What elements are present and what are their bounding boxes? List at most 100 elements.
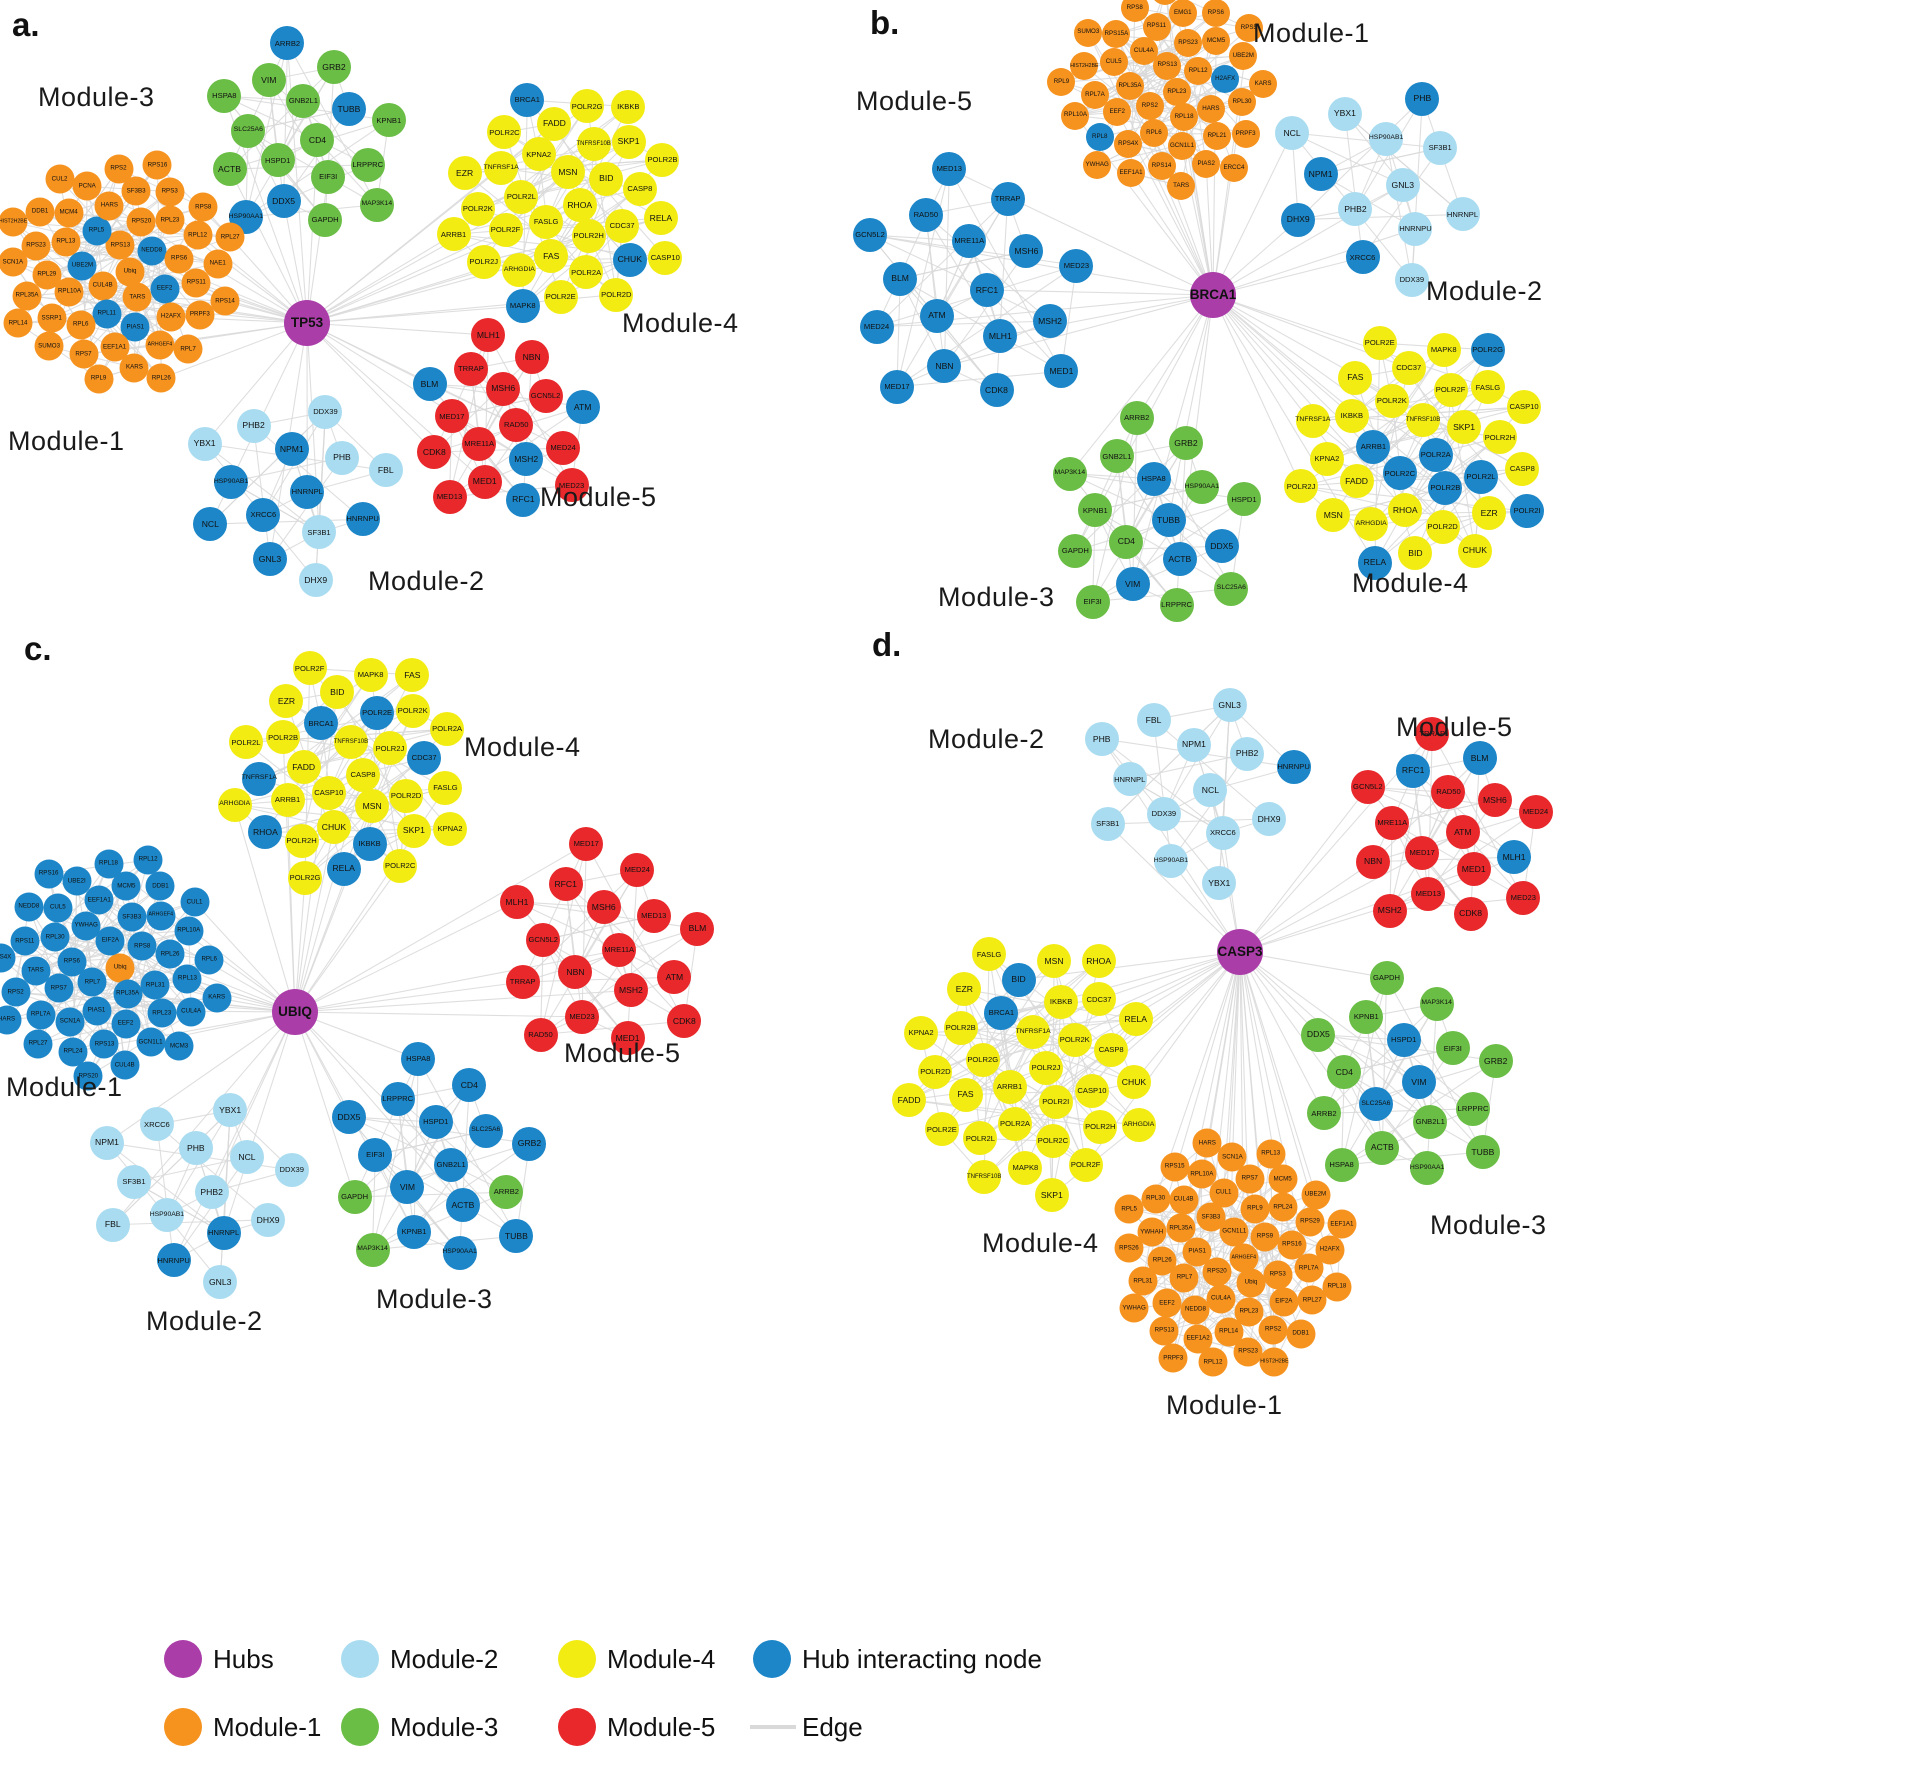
node-gnb2l1[interactable]: GNB2L1 — [286, 84, 321, 119]
node-eif3i[interactable]: EIF3I — [311, 159, 346, 194]
node-blm[interactable]: BLM — [883, 261, 918, 296]
node-ddx39[interactable]: DDX39 — [1394, 263, 1429, 298]
node-slc25a6[interactable]: SLC25A6 — [1358, 1087, 1393, 1122]
node-cul4b[interactable]: CUL4B — [110, 1050, 140, 1080]
node-blm[interactable]: BLM — [1462, 740, 1497, 775]
node-arrb1[interactable]: ARRB1 — [270, 782, 305, 817]
node-rpl13[interactable]: RPL13 — [51, 227, 81, 257]
node-casp8[interactable]: CASP8 — [346, 758, 380, 792]
node-polr2l[interactable]: POLR2L — [228, 725, 263, 760]
node-ubiq[interactable]: Ubiq — [1236, 1268, 1266, 1298]
node-phb[interactable]: PHB — [178, 1131, 213, 1166]
node-rpl9[interactable]: RPL9 — [84, 364, 114, 394]
node-hspd1[interactable]: HSPD1 — [418, 1105, 453, 1140]
node-rpl27[interactable]: RPL27 — [215, 222, 245, 252]
node-msh6[interactable]: MSH6 — [1009, 233, 1044, 268]
node-cdk8[interactable]: CDK8 — [417, 435, 452, 470]
node-cul5[interactable]: CUL5 — [1099, 48, 1128, 77]
node-kpna2[interactable]: KPNA2 — [521, 137, 556, 172]
node-med24[interactable]: MED24 — [859, 309, 894, 344]
node-gnb2l1[interactable]: GNB2L1 — [1413, 1104, 1448, 1139]
node-med24[interactable]: MED24 — [620, 853, 655, 888]
node-msh6[interactable]: MSH6 — [1477, 783, 1512, 818]
node-tnfrsf1a[interactable]: TNFRSF1A — [1016, 1015, 1051, 1050]
node-med1[interactable]: MED1 — [467, 464, 502, 499]
node-rad50[interactable]: RAD50 — [523, 1017, 558, 1052]
node-hspa8[interactable]: HSPA8 — [401, 1041, 436, 1076]
node-kpnb1[interactable]: KPNB1 — [1349, 1000, 1384, 1035]
node-msh6[interactable]: MSH6 — [486, 371, 521, 406]
node-nedd8[interactable]: NEDD8 — [1180, 1295, 1210, 1325]
node-mre11a[interactable]: MRE11A — [462, 427, 497, 462]
node-rpl7[interactable]: RPL7 — [1169, 1263, 1199, 1293]
node-polr2j[interactable]: POLR2J — [1029, 1051, 1063, 1085]
node-tubb[interactable]: TUBB — [499, 1219, 534, 1254]
node-polr2k[interactable]: POLR2K — [460, 191, 495, 226]
node-hspd1[interactable]: HSPD1 — [260, 143, 295, 178]
node-cdk8[interactable]: CDK8 — [1453, 896, 1488, 931]
node-polr2d[interactable]: POLR2D — [599, 277, 634, 312]
node-sf3b1[interactable]: SF3B1 — [116, 1164, 151, 1199]
node-pias1[interactable]: PIAS1 — [82, 996, 112, 1026]
node-chuk[interactable]: CHUK — [1457, 533, 1492, 568]
node-hspa8[interactable]: HSPA8 — [1136, 461, 1171, 496]
node-rpl30[interactable]: RPL30 — [40, 922, 70, 952]
node-rpl12[interactable]: RPL12 — [1198, 1347, 1228, 1377]
node-polr2l[interactable]: POLR2L — [504, 180, 539, 215]
node-med23[interactable]: MED23 — [1506, 881, 1541, 916]
node-skp1[interactable]: SKP1 — [611, 124, 646, 159]
node-polr2c[interactable]: POLR2C — [1035, 1124, 1070, 1159]
node-nbn[interactable]: NBN — [927, 349, 962, 384]
node-brca1[interactable]: BRCA1 — [984, 996, 1019, 1030]
node-rpl7[interactable]: RPL7 — [173, 334, 203, 364]
node-actb[interactable]: ACTB — [1365, 1130, 1400, 1165]
node-rps20[interactable]: RPS20 — [73, 1061, 103, 1091]
node-rpl12[interactable]: RPL12 — [1184, 56, 1213, 85]
node-dhx9[interactable]: DHX9 — [251, 1202, 286, 1237]
node-hnrnpu[interactable]: HNRNPU — [156, 1243, 191, 1278]
node-cul5[interactable]: CUL5 — [43, 893, 73, 923]
node-polr2f[interactable]: POLR2F — [292, 651, 327, 686]
node-fas[interactable]: FAS — [534, 239, 569, 274]
node-rpl7a[interactable]: RPL7A — [26, 1000, 56, 1030]
node-ddx39[interactable]: DDX39 — [1146, 796, 1181, 831]
node-npm1[interactable]: NPM1 — [89, 1125, 124, 1160]
node-rpl12[interactable]: RPL12 — [133, 845, 163, 875]
node-sf3b3[interactable]: SF3B3 — [121, 176, 151, 206]
node-polr2h[interactable]: POLR2H — [571, 218, 606, 253]
node-polr2f[interactable]: POLR2F — [1433, 372, 1468, 407]
node-rpl23[interactable]: RPL23 — [147, 998, 177, 1028]
node-ybx1[interactable]: YBX1 — [213, 1093, 248, 1128]
node-rela[interactable]: RELA — [1118, 1002, 1153, 1037]
node-ubiq[interactable]: Ubiq — [105, 953, 135, 983]
node-arhgef4[interactable]: ARHGEF4 — [146, 901, 176, 931]
node-slc25a6[interactable]: SLC25A6 — [468, 1113, 503, 1148]
node-arhgdia[interactable]: ARHGDIA — [217, 787, 252, 822]
node-ddx5[interactable]: DDX5 — [1301, 1017, 1336, 1052]
node-kpnb1[interactable]: KPNB1 — [1078, 493, 1113, 528]
node-ywhag[interactable]: YWHAG — [1083, 151, 1112, 180]
node-nbn[interactable]: NBN — [1356, 844, 1391, 879]
node-med23[interactable]: MED23 — [1059, 248, 1094, 283]
node-faslg[interactable]: FASLG — [1470, 370, 1505, 405]
node-polr2i[interactable]: POLR2I — [1510, 494, 1545, 529]
node-mcm5[interactable]: MCM5 — [111, 871, 141, 901]
node-rpl24[interactable]: RPL24 — [58, 1037, 88, 1067]
node-rps14[interactable]: RPS14 — [210, 286, 240, 316]
node-rps2[interactable]: RPS2 — [1135, 91, 1164, 120]
node-rpl13[interactable]: RPL13 — [172, 964, 202, 994]
node-polr2j[interactable]: POLR2J — [1284, 469, 1319, 504]
node-rpl26[interactable]: RPL26 — [146, 363, 176, 393]
node-rps23[interactable]: RPS23 — [1174, 28, 1203, 57]
node-polr2f[interactable]: POLR2F — [1068, 1148, 1103, 1183]
node-mapk8[interactable]: MAPK8 — [1426, 332, 1461, 367]
node-sf3b1[interactable]: SF3B1 — [1423, 130, 1458, 165]
node-med13[interactable]: MED13 — [1411, 877, 1446, 912]
node-phb[interactable]: PHB — [1084, 721, 1119, 756]
node-kars[interactable]: KARS — [119, 353, 149, 383]
node-rpl6[interactable]: RPL6 — [1139, 119, 1168, 148]
node-xrcc6[interactable]: XRCC6 — [246, 497, 281, 532]
node-nae1[interactable]: NAE1 — [1151, 0, 1180, 5]
node-bid[interactable]: BID — [1398, 536, 1433, 571]
node-npm1[interactable]: NPM1 — [1303, 157, 1338, 192]
